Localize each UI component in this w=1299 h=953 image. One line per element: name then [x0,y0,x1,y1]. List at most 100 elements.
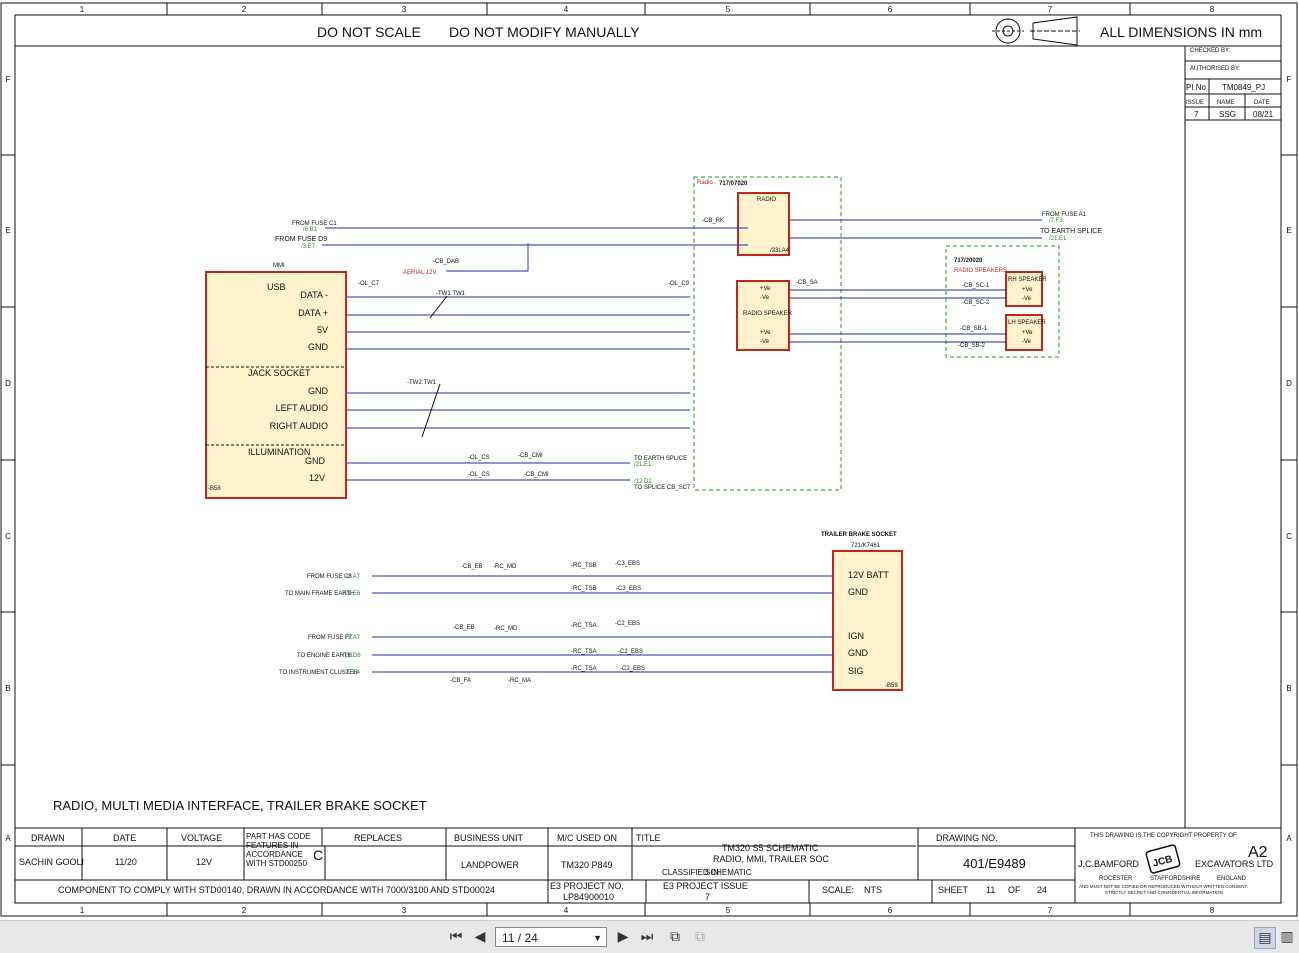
radio-group-box [693,176,842,491]
mmi-pin-label: GND [308,342,329,352]
previous-page-button[interactable]: ◀ [474,929,486,945]
grid-col-label: 8 [1210,906,1215,915]
label-cb-fa: -CB_FA [450,678,471,684]
label-rc-ma: -RC_MA [508,678,531,684]
grid-col-label: 2 [242,906,247,915]
label-rc-tsb: -RC_TSB [571,563,597,569]
of-label: OF [1008,885,1021,895]
name-value: SSG [1219,110,1236,119]
radio-speaker-neg: -Ve [760,339,770,345]
sheet-title: RADIO, MULTI MEDIA INTERFACE, TRAILER BR… [53,798,427,813]
lh-speaker [1005,314,1043,351]
label-cb-sc2: -CB_SC-2 [962,300,990,306]
ref-a1: /7.F3 [1049,218,1063,224]
ref-e1: /21.E1 [634,462,652,468]
label-from-fuse-c1: FROM FUSE C1 [292,221,337,227]
part-code-text: PART HAS CODE FEATURES IN ACCORDANCE WIT… [246,832,310,868]
rotate-icon[interactable]: ⧉ [670,929,680,945]
company-name-2: EXCAVATORS LTD [1195,859,1274,869]
last-page-button[interactable]: ⏭ [640,929,654,945]
label-to-earth-splice: TO EARTH SPLICE [634,456,687,462]
issue-value: 7 [1194,110,1199,119]
radio-wires [322,219,1042,481]
sheet-size: A2 [1248,844,1268,861]
radio-speaker-pos: +Ve [760,286,771,292]
trailer-ref-top: 721/K7461 [851,543,881,549]
radio-group-label: Radio [697,180,713,186]
trailer-pin-label: IGN [848,631,864,641]
label-c2-ebs: -C2_EBS [618,649,643,655]
note-do-not-scale: DO NOT SCALE [317,24,421,40]
business-unit-label: BUSINESS UNIT [454,833,524,843]
grid-col-label: 3 [402,5,407,14]
page-number-input[interactable]: 11 / 24 ▼ [495,927,607,947]
grid-col-label: 6 [888,906,893,915]
drawing-no-label: DRAWING NO. [936,833,998,843]
continuous-view-icon[interactable]: ▥ [1280,929,1294,945]
grid-col-label: 7 [1048,906,1053,915]
checked-by-label: CHECKED BY: [1190,48,1231,54]
page-number-value: 11 / 24 [502,931,538,945]
part-code-value: C [313,847,323,863]
ref-d6: /21.D6 [343,653,361,659]
grid-row-label: D [1286,379,1292,388]
ref-e4: /9.E4 [346,670,361,676]
mmi-unit [205,271,347,499]
projection-symbol-icon [992,16,1080,46]
classified-label: CLASSIFIED IN [662,868,719,877]
sheet-label: SHEET [938,885,969,895]
trailer-brake-socket [832,550,903,691]
mmi-pin-label: LEFT AUDIO [276,403,328,413]
pi-label: PI No [1186,83,1207,92]
label-ol-cs: -OL_CS [468,472,490,478]
mc-label: M/C USED ON [557,833,617,843]
drawn-label: DRAWN [31,833,65,843]
notice-line: STRICTLY SECRET AND CONFIDENTIAL INFORMA… [1105,890,1223,895]
copy-icon[interactable]: ⧉ [695,929,705,945]
sheet-value: 11 [986,885,995,895]
twist-marks [421,295,448,438]
next-page-button[interactable]: ▶ [617,929,629,945]
label-from-fuse-a1: FROM FUSE A1 [1042,212,1087,218]
e3-project-label: E3 PROJECT NO. [550,881,624,891]
first-page-button[interactable]: ⏮ [449,929,463,945]
date-label: DATE [113,833,136,843]
label-to-engine-earth: TO ENGINE EARTH [297,653,352,659]
single-page-view-icon[interactable]: ▤ [1254,927,1276,949]
jcb-logo-text: JCB [1152,854,1174,870]
label-c2-ebs: -C2_EBS [615,621,640,627]
label-cb-sb1: -CB_SB-1 [960,326,988,332]
of-value: 24 [1037,885,1047,895]
ref-c8: /2.A7 [346,574,361,580]
mmi-pin-label: GND [308,386,329,396]
grid-row-label: E [5,226,10,235]
label-cb-sa: -CB_SA [796,280,818,286]
radio-speaker-neg: -Ve [760,295,770,301]
replaces-label: REPLACES [354,833,402,843]
radio-code: /33LA4 [770,248,790,254]
mmi-pin-label: 5V [317,325,328,335]
label-rc-tsb: -RC_TSB [571,586,597,592]
trailer-pin-label: GND [848,648,869,658]
inner-border [14,14,1282,904]
label-to-instrument-cluster: TO INSTRUMENT CLUSTER [279,670,358,676]
business-unit-value: LANDPOWER [461,860,520,870]
ref-e6: /21.E6 [343,591,361,597]
label-cb-eb: -CB_EB [461,564,483,570]
grid-col-label: 5 [726,5,731,14]
grid-col-label: 3 [402,906,407,915]
trailer-pin-label: 12V BATT [848,570,889,580]
speakers-group-label: RADIO SPEAKERS [954,268,1007,274]
lh-speaker-neg: -Ve [1022,339,1032,345]
trailer-pin-label: SIG [848,666,864,676]
label-ol-cs: -OL_CS [468,455,490,461]
label-c3-ebs: -C3_EBS [615,561,640,567]
scale-label: SCALE: [822,885,854,895]
e3-project-value: LP84900010 [563,892,614,902]
note-do-not-modify: DO NOT MODIFY MANUALLY [449,24,640,40]
grid-labels: 1 2 3 4 5 6 7 8 1 2 3 4 5 6 7 8 F E D C … [5,5,1292,915]
grid-row-label: D [5,379,11,388]
label-from-fuse-c8: FROM FUSE C8 [307,574,352,580]
ref-d1: /12.D1 [634,479,652,485]
date-value: 08/21 [1253,110,1274,119]
